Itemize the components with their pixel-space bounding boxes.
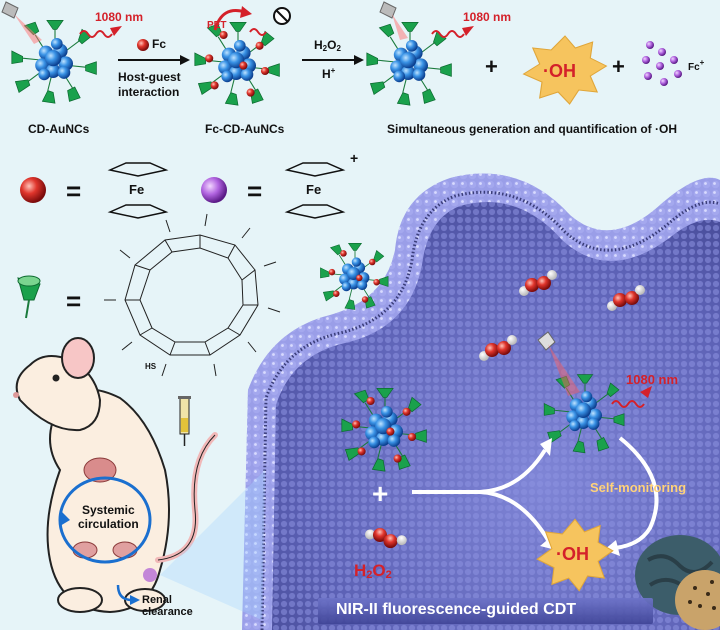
cdt-banner	[318, 598, 653, 624]
legend-equals-1: =	[66, 176, 82, 206]
caption-simultaneous: Simultaneous generation and quantificati…	[387, 122, 678, 136]
blocked-emission-icon	[249, 7, 291, 36]
plus-sign-1: +	[485, 54, 498, 79]
mouse-ear	[61, 337, 95, 379]
cd-hs-label: HS	[145, 362, 157, 371]
cdt-banner-label: NIR-II fluorescence-guided CDT	[336, 601, 577, 618]
syringe-icon	[178, 396, 191, 446]
self-monitoring-arrow	[614, 436, 659, 550]
legend-ferrocenium-sphere	[201, 177, 227, 203]
legend-charge: +	[350, 150, 359, 166]
h2o2-label-cell: H2O2	[354, 561, 392, 581]
legend-equals-3: =	[66, 286, 82, 316]
emission-wave-right	[431, 30, 465, 38]
ferrocenium-structure	[284, 162, 346, 219]
legend-fe: Fe	[129, 182, 145, 197]
legend-equals-2: =	[247, 176, 263, 206]
cd-aunc-cluster	[11, 19, 97, 104]
oh-label-top: ·OH	[543, 61, 576, 81]
laser-icon-left	[1, 1, 42, 44]
fcplus-dots	[642, 41, 682, 86]
fcplus-label: Fc+	[688, 58, 705, 73]
laser-icon-right	[379, 1, 408, 40]
laser-icon-cell	[537, 331, 580, 396]
cell-illustration	[242, 173, 720, 630]
emission-wave-left	[79, 30, 113, 38]
wavelength-label-left: 1080 nm	[95, 10, 144, 24]
fc-dot	[137, 39, 149, 51]
host-guest-label-2: interaction	[118, 85, 180, 99]
oh-label-cell: ·OH	[556, 544, 589, 564]
mouse-leg	[57, 587, 103, 613]
reaction-arrows	[412, 448, 550, 542]
hplus-label: H+	[322, 66, 336, 81]
fc-cd-aunc-cluster	[194, 21, 280, 106]
wavelength-label-right: 1080 nm	[463, 10, 512, 24]
mouse-eye	[52, 374, 60, 382]
plus-sign-2: +	[612, 54, 625, 79]
wavelength-label-cell: 1080 nm	[626, 372, 679, 387]
nucleus	[675, 570, 720, 630]
caption-fc-cd-aunc: Fc-CD-AuNCs	[205, 122, 285, 136]
light-beam	[160, 470, 265, 620]
circulation-loop	[58, 476, 152, 564]
mouse-illustration	[13, 337, 265, 620]
ferrocene-structure	[107, 162, 169, 219]
membrane-inner-line	[260, 190, 720, 630]
caption-cd-aunc: CD-AuNCs	[28, 122, 90, 136]
cyclodextrin-structure	[104, 213, 281, 377]
pet-label: PET	[207, 20, 227, 31]
host-guest-label-1: Host-guest	[118, 70, 181, 84]
legend-ferrocene-sphere	[20, 177, 46, 203]
regenerated-cd-aunc	[366, 21, 452, 106]
emission-wave-cell	[611, 400, 645, 408]
fc-reagent-label: Fc	[152, 37, 167, 51]
plus-sign-cell: +	[372, 478, 389, 509]
funnel-icon	[17, 275, 41, 319]
renal-arrow	[116, 584, 133, 602]
h2o2-label-top: H2O2	[314, 38, 341, 53]
self-monitoring-label: Self-monitoring	[590, 480, 687, 495]
legend-fe-plus: Fe	[306, 182, 322, 197]
